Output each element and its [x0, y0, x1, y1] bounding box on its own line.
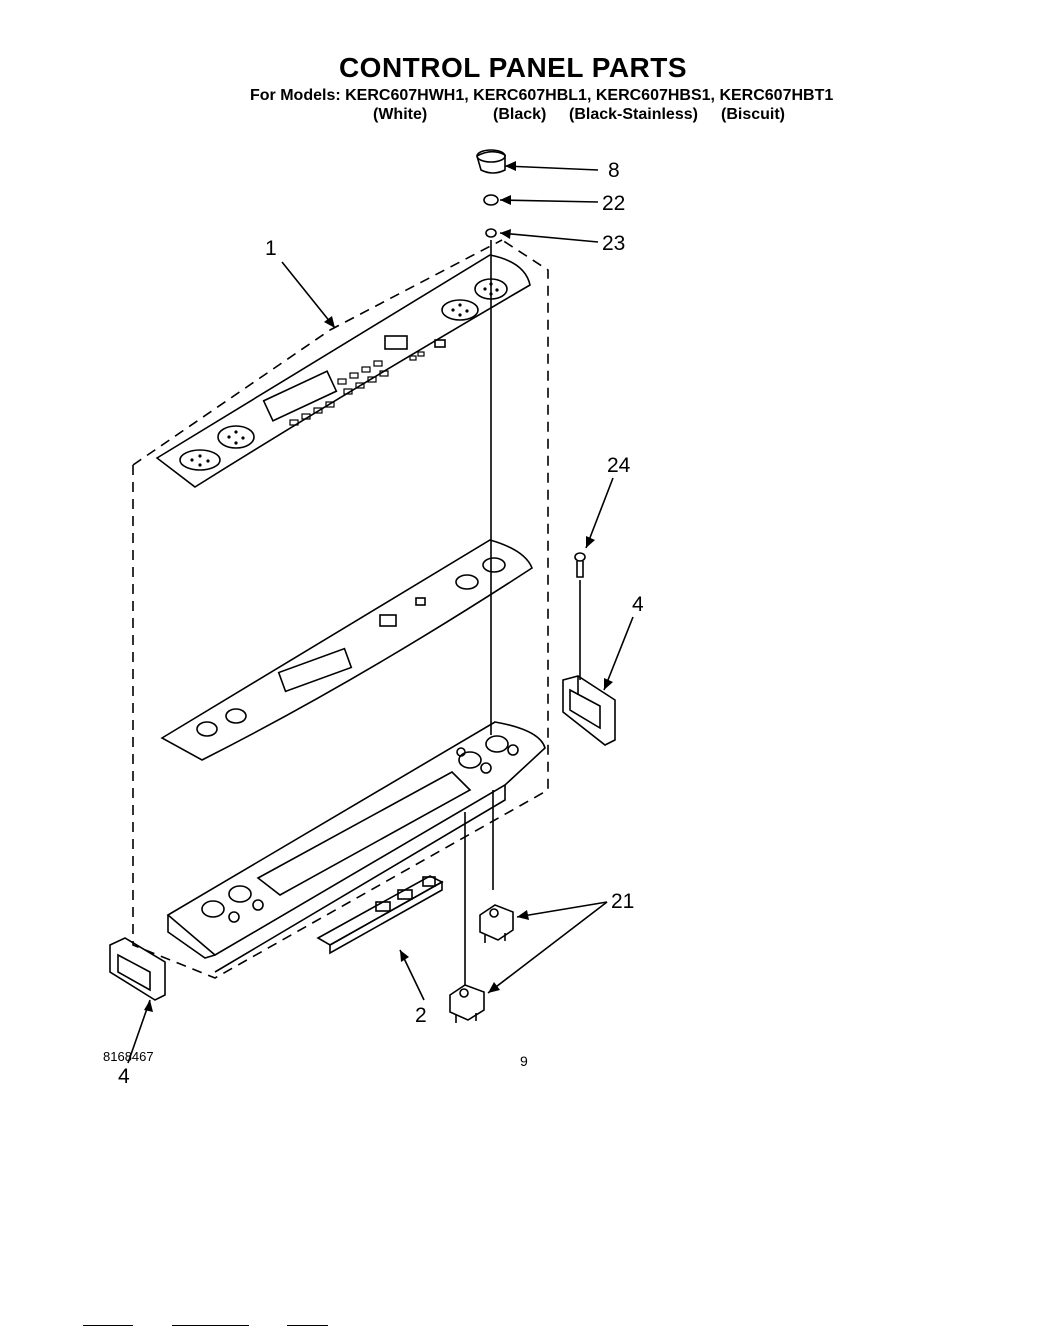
variant-biscuit: (Biscuit): [721, 106, 785, 123]
switch-lower-part: [449, 984, 485, 1023]
end-cap-right-part: [562, 675, 616, 746]
control-panel-part: [166, 721, 546, 973]
washer-part: [485, 228, 497, 238]
assembly-outline: [132, 239, 549, 979]
variant-white: (White): [373, 106, 428, 123]
middle-panel-part: [160, 539, 533, 761]
knob-part: [476, 149, 506, 174]
switch-upper-part: [479, 904, 514, 943]
control-board-part: [316, 875, 444, 955]
callout-2: 2: [415, 1004, 427, 1027]
variant-black-stainless: (Black-Stainless): [569, 106, 698, 123]
footer-rule: [287, 1325, 328, 1326]
page-title: CONTROL PANEL PARTS: [338, 52, 688, 83]
callout-23: 23: [602, 232, 625, 255]
end-cap-left-part: [109, 937, 166, 1001]
callout-1: 1: [265, 237, 277, 260]
callout-8: 8: [608, 159, 620, 182]
arrowheads: [144, 161, 613, 1012]
document-number: 8168467: [103, 1049, 154, 1064]
callout-4-right: 4: [632, 593, 644, 616]
callout-24: 24: [607, 454, 631, 477]
models-line: For Models: KERC607HWH1, KERC607HBL1, KE…: [250, 87, 834, 104]
variant-black: (Black): [493, 106, 547, 123]
footer-rule: [172, 1325, 249, 1326]
callout-22: 22: [602, 192, 625, 215]
footer-rule: [83, 1325, 133, 1326]
spring-part: [483, 194, 499, 206]
screw-part: [574, 552, 586, 578]
page-number: 9: [520, 1053, 528, 1069]
console-overlay-part: [155, 254, 531, 488]
callout-4-left: 4: [118, 1065, 130, 1088]
callout-21: 21: [611, 890, 634, 913]
